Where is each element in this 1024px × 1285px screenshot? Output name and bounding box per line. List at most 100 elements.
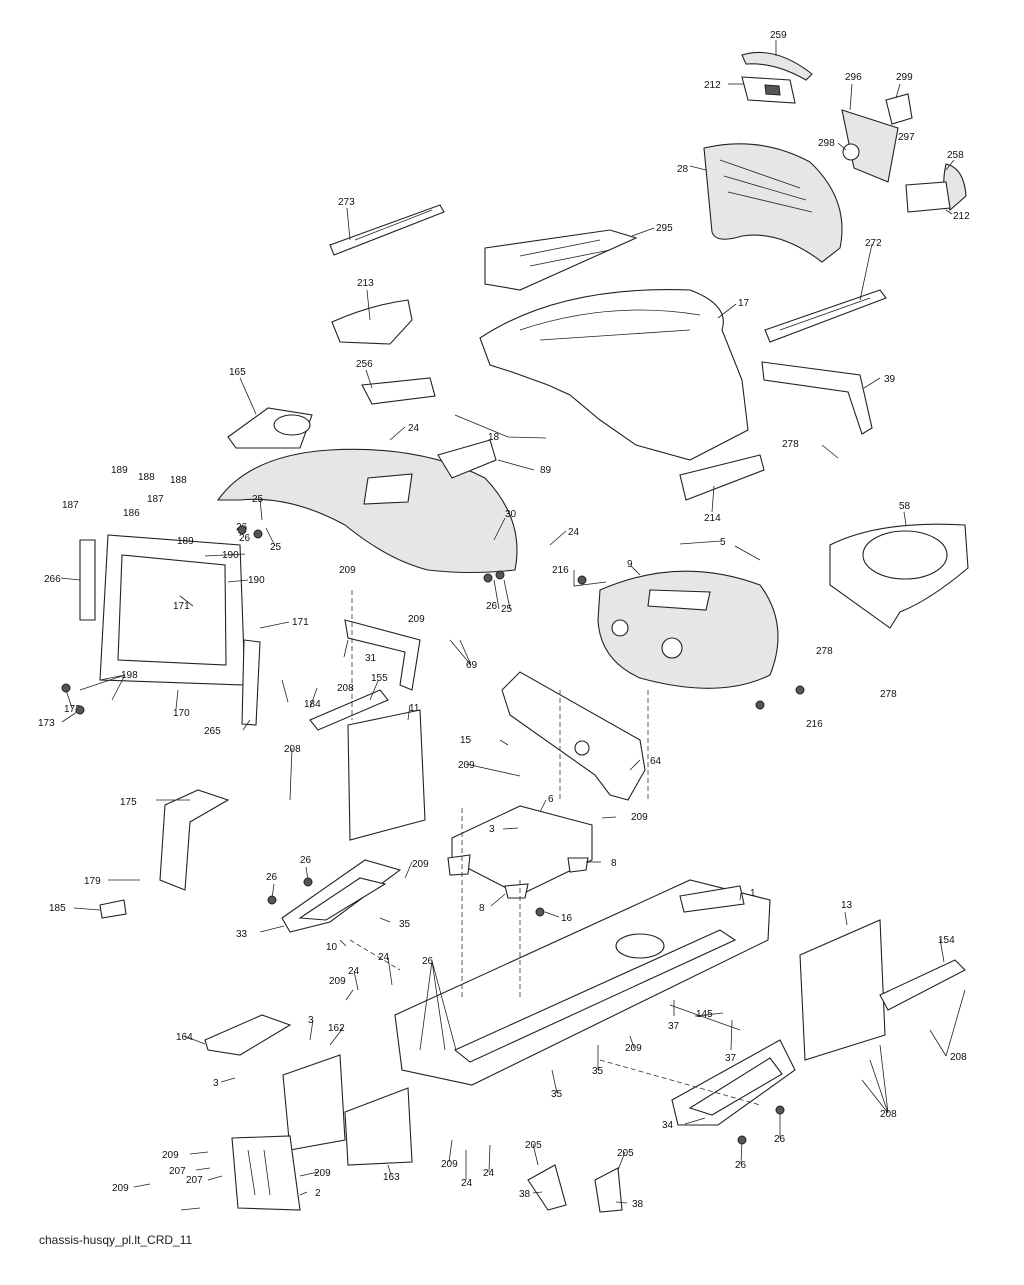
label-212-right: 212 [953,211,970,222]
label-24-bottom-1: 24 [461,1178,473,1189]
tank-housing-9 [597,570,779,689]
label-24-bottom-2: 24 [483,1168,495,1179]
dash-panel-17 [479,289,749,461]
bracket-155 [309,689,389,731]
label-165: 165 [229,367,246,378]
label-13: 13 [841,900,853,911]
diagram-caption: chassis-husqy_pl.lt_CRD_11 [39,1233,193,1247]
label-11: 11 [409,703,420,714]
label-209-31: 209 [339,565,356,576]
bracket-31 [344,619,421,691]
insert-213 [331,299,413,345]
label-207-left: 207 [169,1166,186,1177]
label-26-footrest-left: 26 [266,872,278,883]
label-209-left: 209 [112,1183,129,1194]
label-273: 273 [338,197,355,208]
label-28: 28 [677,164,689,175]
label-38-left: 38 [519,1189,531,1200]
label-208-top: 208 [337,683,354,694]
label-212-top: 212 [704,80,721,91]
label-24-frame-2: 24 [348,966,360,977]
label-190-mid: 190 [248,575,265,586]
label-170: 170 [173,708,190,719]
label-26-top-2: 26 [239,533,251,544]
label-265: 265 [204,726,221,737]
label-5: 5 [720,537,726,548]
pedal-185 [99,899,127,919]
foam-block-212-right [905,181,951,213]
label-171-right: 171 [292,617,309,628]
label-69: 69 [466,660,478,671]
label-188-right: 188 [170,475,187,486]
label-187-left: 187 [62,500,79,511]
label-296: 296 [845,72,862,83]
label-256: 256 [356,359,373,370]
label-298: 298 [818,138,835,149]
label-209-footrest: 209 [412,859,429,870]
label-26-footrest-right: 26 [774,1134,786,1145]
label-214: 214 [704,513,721,524]
label-39: 39 [884,374,896,385]
label-35-frame-right: 35 [592,1066,604,1077]
label-6: 6 [548,794,554,805]
panel-256 [361,377,436,405]
label-26-footrest: 26 [300,855,312,866]
label-207-right: 207 [186,1175,203,1186]
label-198: 198 [121,670,138,681]
label-209-plate: 209 [458,760,475,771]
footrest-33 [281,859,402,933]
label-216-left: 216 [552,565,569,576]
label-185: 185 [49,903,66,914]
label-172: 172 [64,704,81,715]
label-184: 184 [304,699,321,710]
clip-8 [447,854,589,899]
light-297-299 [885,93,913,125]
label-26-mid: 26 [486,601,498,612]
plate-163 [344,1087,413,1166]
bracket-154 [879,959,966,1011]
label-3-left: 3 [213,1078,219,1089]
label-26-footrest-bottom: 26 [735,1160,747,1171]
label-10: 10 [326,942,338,953]
bracket-164 [204,1014,292,1056]
label-173: 173 [38,718,55,729]
hood-28 [703,143,843,263]
cap-258 [943,163,967,211]
headlight-bracket-296 [841,109,899,183]
label-259: 259 [770,30,787,41]
label-209-frame-right: 209 [625,1043,642,1054]
plate-6 [451,805,593,896]
label-25-bottom: 25 [501,604,513,615]
foam-block-212-top [741,76,796,104]
part-number-labels: 259 212 296 299 297 298 258 28 212 273 2… [38,30,970,1210]
frame-1 [394,879,771,1086]
label-15: 15 [460,735,472,746]
label-9: 9 [627,559,633,570]
label-278-top: 278 [782,439,799,450]
label-189-left: 189 [111,465,128,476]
label-162: 162 [328,1023,345,1034]
label-187-right: 187 [147,494,164,505]
label-278-mid: 278 [816,646,833,657]
label-209-bottom: 209 [441,1159,458,1170]
label-179: 179 [84,876,101,887]
label-16: 16 [561,913,573,924]
label-209-plate2-top: 209 [162,1150,179,1161]
label-188-left: 188 [138,472,155,483]
label-171-mid: 171 [173,601,190,612]
label-30: 30 [505,509,517,520]
assembly-guide-lines [349,590,761,1106]
label-163: 163 [383,1172,400,1183]
grill-272 [764,289,887,343]
label-34: 34 [662,1120,674,1131]
fender-58 [829,523,969,629]
label-145: 145 [696,1009,713,1020]
fastener-markers [61,525,805,1145]
label-37-left: 37 [668,1021,680,1032]
label-208-left: 208 [284,744,301,755]
label-205-right: 205 [617,1148,634,1159]
label-209-plate-right: 209 [631,812,648,823]
bracket-38-right [594,1167,623,1213]
footrest-34 [671,1039,796,1126]
